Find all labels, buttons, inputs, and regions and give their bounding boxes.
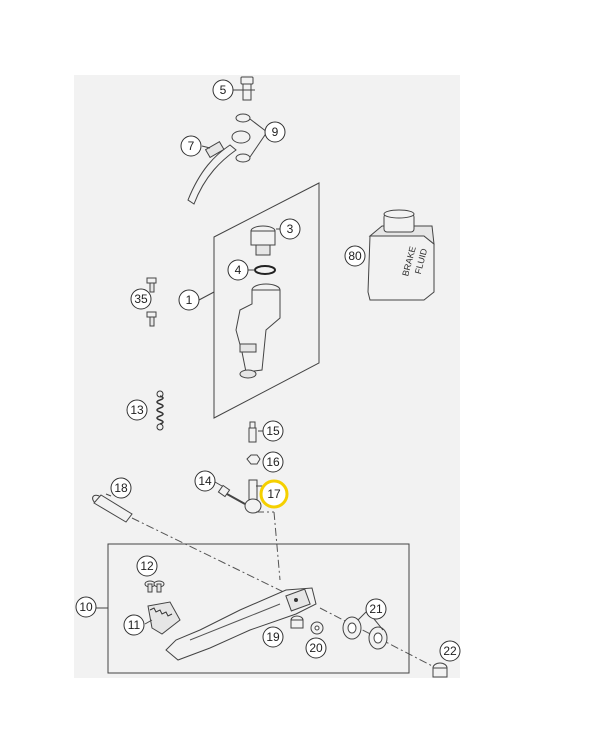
brake-hose-part: [187, 130, 251, 205]
callout-16[interactable]: 16: [262, 451, 284, 473]
callout-15-label: 15: [266, 424, 280, 438]
callout-7[interactable]: 7: [180, 135, 202, 157]
callout-4-label: 4: [235, 263, 242, 277]
callout-12[interactable]: 12: [136, 555, 158, 577]
pivot-bolt-part: [92, 494, 133, 523]
pedal-tip-part: [147, 601, 181, 635]
callout-9[interactable]: 9: [264, 121, 286, 143]
end-bushing-part: [432, 662, 448, 678]
brake-pedal-part: [165, 587, 317, 661]
sealing-washers-part: [235, 113, 251, 163]
callout-18-label: 18: [114, 481, 128, 495]
bushing-part: [290, 615, 304, 629]
callout-22-label: 22: [443, 644, 457, 658]
screws-part: [146, 277, 157, 327]
footrest-screws-part: [144, 580, 165, 593]
callout-5[interactable]: 5: [212, 79, 234, 101]
callout-13-label: 13: [130, 403, 144, 417]
callout-13[interactable]: 13: [126, 399, 148, 421]
brake-fluid-bottle-part: BRAKE FLUID: [367, 209, 435, 301]
callout-80-label: 80: [348, 249, 362, 263]
callout-20-label: 20: [309, 641, 323, 655]
callout-1[interactable]: 1: [178, 289, 200, 311]
callout-17-label: 17: [267, 487, 281, 501]
callout-1-label: 1: [186, 293, 193, 307]
banjo-bolt-part: [240, 76, 254, 101]
callout-18[interactable]: 18: [110, 477, 132, 499]
pushrod-part: [248, 421, 257, 443]
fork-head-part: [244, 479, 262, 514]
callout-15[interactable]: 15: [262, 420, 284, 442]
bearings-part: [342, 616, 388, 650]
callout-21-label: 21: [369, 602, 383, 616]
spring-part: [156, 390, 164, 431]
callout-4[interactable]: 4: [227, 259, 249, 281]
callout-17[interactable]: 17: [259, 479, 289, 509]
diagram-background: [74, 75, 460, 678]
washer-part: [310, 621, 324, 635]
callout-11-label: 11: [128, 618, 141, 632]
callout-21[interactable]: 21: [365, 598, 387, 620]
callout-22[interactable]: 22: [439, 640, 461, 662]
callout-3-label: 3: [287, 222, 294, 236]
callout-35-label: 35: [134, 292, 148, 306]
nut-part: [246, 454, 261, 465]
callout-3[interactable]: 3: [279, 218, 301, 240]
bolt-part: [217, 484, 246, 505]
callout-9-label: 9: [272, 125, 279, 139]
callout-14[interactable]: 14: [194, 470, 216, 492]
callout-12-label: 12: [140, 559, 154, 573]
callout-80[interactable]: 80: [344, 245, 366, 267]
callout-19-label: 19: [266, 630, 280, 644]
callout-7-label: 7: [188, 139, 195, 153]
callout-10-label: 10: [79, 600, 93, 614]
callout-19[interactable]: 19: [262, 626, 284, 648]
callout-10[interactable]: 10: [75, 596, 97, 618]
master-cylinder-group-frame: [213, 182, 320, 419]
callout-20[interactable]: 20: [305, 637, 327, 659]
callout-35[interactable]: 35: [130, 288, 152, 310]
reservoir-cap-part: [250, 225, 276, 256]
callout-16-label: 16: [266, 455, 280, 469]
callout-14-label: 14: [198, 474, 212, 488]
master-cylinder-part: [235, 283, 281, 379]
callout-11[interactable]: 11: [123, 614, 145, 636]
callout-5-label: 5: [220, 83, 227, 97]
